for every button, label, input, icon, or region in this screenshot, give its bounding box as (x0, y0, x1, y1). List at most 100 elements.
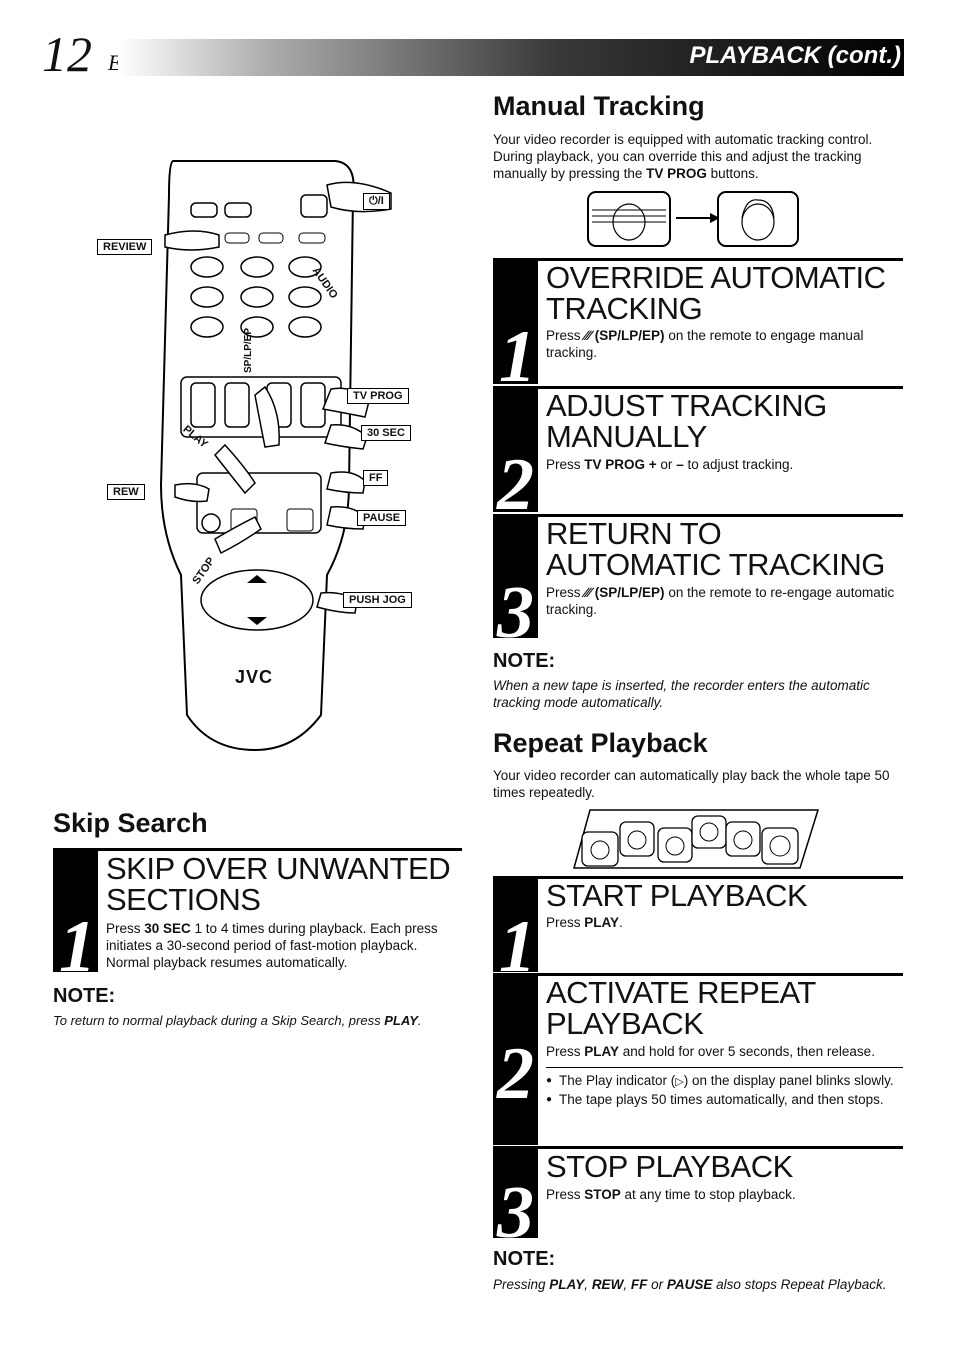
step-number: 3 (497, 1172, 534, 1254)
repeat-playback-heading: Repeat Playback (493, 728, 708, 758)
tracking-illustration (587, 191, 799, 247)
step-text-part: Press (546, 328, 585, 343)
step-2-marker: 2 (493, 386, 538, 522)
list-item: The tape plays 50 times automatically, a… (546, 1091, 902, 1108)
step-key: PLAY (584, 915, 620, 930)
play-indicator-icon: ▷ (675, 1076, 684, 1088)
callout-power: ⏻/I (363, 193, 390, 210)
repeat-step-1-marker: 1 (493, 876, 538, 984)
step-number: 2 (497, 1033, 534, 1115)
repeat-notes-list: The Play indicator (▷) on the display pa… (546, 1072, 902, 1108)
repeat-step-3-marker: 3 (493, 1146, 538, 1250)
callout-tv-prog: TV PROG (347, 388, 409, 404)
step-key: (SP/LP/EP) (594, 585, 665, 600)
sp-lp-ep-icon: ∕∕∕ (584, 585, 592, 600)
step-rule (538, 386, 903, 389)
step-key: TV PROG + (584, 457, 657, 472)
note-key: PLAY (549, 1277, 585, 1292)
callout-pause: PAUSE (357, 510, 407, 526)
step-3-marker: 3 (493, 514, 538, 650)
step-text: Press STOP at any time to stop playback. (546, 1186, 796, 1203)
repeat-step-2-marker: 2 (493, 973, 538, 1145)
step-key: – (676, 457, 684, 472)
step-rule (538, 258, 903, 261)
step-title: START PLAYBACK (546, 878, 808, 913)
manual-tracking-heading: Manual Tracking (493, 91, 705, 121)
note-part: To return to normal playback during a Sk… (53, 1013, 385, 1028)
step-text-part: Press (546, 1044, 585, 1059)
step-key: PLAY (584, 1044, 620, 1059)
step-title: SKIP OVER UNWANTED SECTIONS (106, 851, 451, 917)
step-rule (538, 514, 903, 517)
step-text: Press PLAY. (546, 914, 623, 931)
step-rule (538, 876, 903, 879)
step-text: Press 30 SEC 1 to 4 times during playbac… (106, 920, 462, 971)
step-key: (SP/LP/EP) (594, 328, 665, 343)
repeat-playback-intro: Your video recorder can automatically pl… (493, 768, 890, 800)
page-number: 12 (42, 26, 92, 82)
skip-step-1-marker: 1 (53, 848, 98, 984)
note-key: FF (630, 1277, 648, 1292)
step-text-part: on the remote to re-engage automatic tra… (546, 585, 895, 617)
note-heading: NOTE: (53, 985, 116, 1007)
step-title: STOP PLAYBACK (546, 1149, 793, 1184)
step-title: RETURN TO AUTOMATIC TRACKING (546, 516, 885, 582)
step-text-part: . (619, 915, 623, 930)
intro-key: TV PROG (646, 166, 707, 181)
step-rule (98, 848, 462, 851)
step-key: 30 SEC (144, 921, 191, 936)
step-title: ADJUST TRACKING MANUALLY (546, 388, 827, 454)
skip-search-heading: Skip Search (53, 808, 208, 838)
step-text-part: or (656, 457, 677, 472)
note-part: . (417, 1013, 422, 1028)
callout-30-sec: 30 SEC (361, 425, 411, 441)
note-heading: NOTE: (493, 1248, 556, 1270)
step-rule (538, 973, 903, 976)
step-rule (538, 1146, 903, 1149)
note-part: Pressing (493, 1277, 550, 1292)
step-1-marker: 1 (493, 258, 538, 394)
step-number: 1 (499, 316, 536, 398)
remote-illustration: ⏻/I REVIEW AUDIO SP/LP/EP TV PROG 30 SEC… (95, 155, 425, 755)
callout-ff: FF (363, 470, 389, 486)
step-title: ACTIVATE REPEAT PLAYBACK (546, 975, 816, 1041)
note-key: PAUSE (666, 1277, 713, 1292)
callout-sp-lp-ep: SP/LP/EP (243, 327, 254, 373)
note-part: or (647, 1277, 667, 1292)
step-text-part: 1 to 4 times during playback. Each press… (106, 921, 438, 970)
step-text: Press TV PROG + or – to adjust tracking. (546, 456, 902, 473)
step-text-part: to adjust tracking. (683, 457, 794, 472)
note-text: To return to normal playback during a Sk… (53, 1012, 473, 1029)
note-part: , (623, 1277, 631, 1292)
header-bar (118, 39, 904, 76)
callout-rew: REW (107, 484, 145, 500)
note-text: When a new tape is inserted, the recorde… (493, 678, 870, 710)
note-key: REW (591, 1277, 624, 1292)
divider (546, 1067, 903, 1068)
list-item: The Play indicator (▷) on the display pa… (546, 1072, 902, 1091)
step-text-part: and hold for over 5 seconds, then releas… (619, 1044, 875, 1059)
remote-brand-logo: JVC (235, 667, 274, 687)
callout-review: REVIEW (97, 239, 153, 255)
step-number: 1 (499, 906, 536, 988)
step-text-part: Press (546, 457, 585, 472)
step-number: 3 (497, 572, 534, 654)
step-text-part: on the remote to engage manual tracking. (546, 328, 864, 360)
section-title: PLAYBACK (cont.) (689, 42, 901, 69)
step-number: 1 (59, 906, 96, 988)
step-text: Press PLAY and hold for over 5 seconds, … (546, 1043, 902, 1060)
sp-lp-ep-icon: ∕∕∕ (584, 328, 592, 343)
step-text: Press ∕∕∕ (SP/LP/EP) on the remote to re… (546, 584, 902, 618)
callout-push-jog: PUSH JOG (343, 592, 412, 608)
bullet-text: ) on the display panel blinks slowly. (683, 1073, 894, 1088)
note-part: also stops Repeat Playback. (712, 1277, 887, 1292)
step-text-part: at any time to stop playback. (620, 1187, 796, 1202)
step-text-part: Press (546, 1187, 585, 1202)
bullet-text: The Play indicator ( (559, 1073, 676, 1088)
step-text: Press ∕∕∕ (SP/LP/EP) on the remote to en… (546, 327, 902, 361)
intro-text: Your video recorder is equipped with aut… (493, 132, 873, 181)
remote-control-drawing (159, 160, 392, 752)
step-text-part: Press (546, 585, 585, 600)
bullet-text: The tape plays 50 times automatically, a… (559, 1092, 884, 1107)
note-text: Pressing PLAY, REW, FF or PAUSE also sto… (493, 1276, 903, 1293)
